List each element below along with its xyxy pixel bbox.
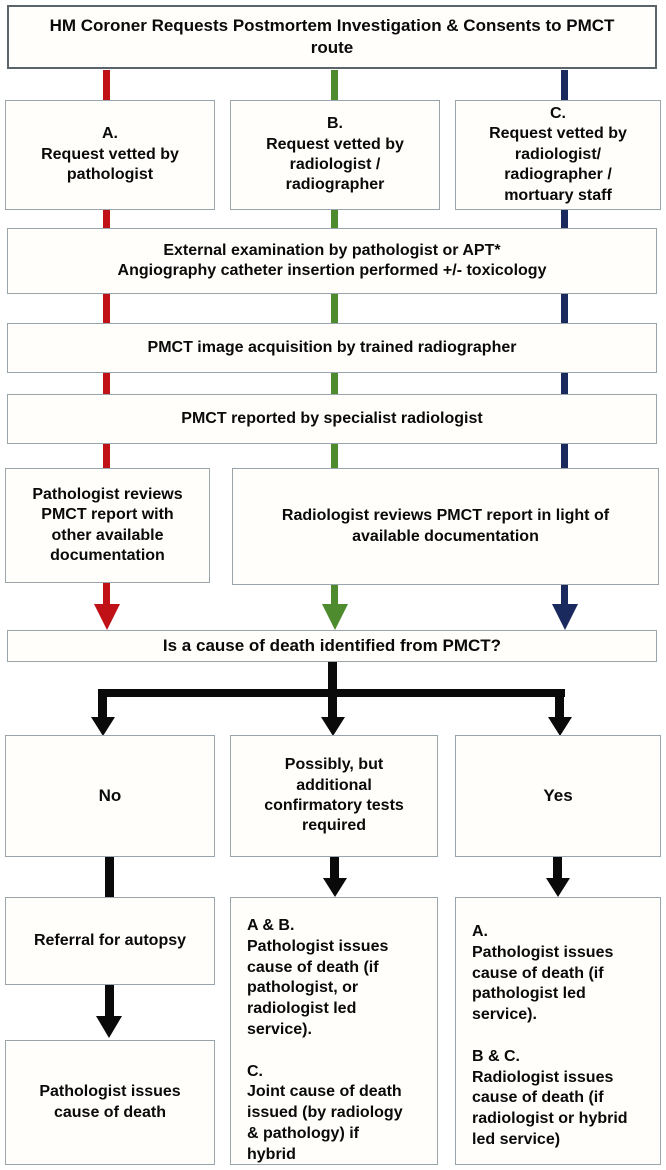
outcome-possibly-box: Possibly, but additional confirmatory te…	[230, 735, 438, 857]
question-box: Is a cause of death identified from PMCT…	[7, 630, 657, 662]
external-exam-box: External examination by pathologist or A…	[7, 228, 657, 294]
vet-a-box: A. Request vetted by pathologist	[5, 100, 215, 210]
yes-to-detail-arrowhead-icon	[546, 878, 570, 897]
pathologist-review-box: Pathologist reviews PMCT report with oth…	[5, 468, 210, 583]
referral-to-issues-arrowhead-icon	[96, 1016, 122, 1038]
branch-yes-shaft	[555, 689, 564, 720]
radiologist-review-box: Radiologist reviews PMCT report in light…	[232, 468, 659, 585]
branch-no-shaft	[98, 689, 107, 720]
yes-detail-box: A. Pathologist issues cause of death (if…	[455, 897, 661, 1165]
route-b-arrowhead-icon	[322, 604, 348, 630]
vet-b-box: B. Request vetted by radiologist / radio…	[230, 100, 440, 210]
possibly-to-detail-arrowhead-icon	[323, 878, 347, 897]
question-branch-stem	[328, 662, 337, 693]
referral-box: Referral for autopsy	[5, 897, 215, 985]
branch-no-arrowhead-icon	[91, 717, 115, 736]
outcome-no-box: No	[5, 735, 215, 857]
acquisition-box: PMCT image acquisition by trained radiog…	[7, 323, 657, 373]
branch-yes-arrowhead-icon	[548, 717, 572, 736]
reported-box: PMCT reported by specialist radiologist	[7, 394, 657, 444]
outcome-yes-box: Yes	[455, 735, 661, 857]
start-box: HM Coroner Requests Postmortem Investiga…	[7, 5, 657, 69]
route-a-arrowhead-icon	[94, 604, 120, 630]
vet-c-box: C. Request vetted by radiologist/ radiog…	[455, 100, 661, 210]
possibly-to-detail-shaft	[330, 857, 339, 881]
possibly-detail-box: A & B. Pathologist issues cause of death…	[230, 897, 438, 1165]
route-c-arrowhead-icon	[552, 604, 578, 630]
branch-possibly-arrowhead-icon	[321, 717, 345, 736]
pathologist-issues-box: Pathologist issues cause of death	[5, 1040, 215, 1165]
branch-possibly-shaft	[328, 689, 337, 720]
referral-to-issues-shaft	[105, 985, 114, 1018]
no-to-referral-line	[105, 857, 114, 897]
yes-to-detail-shaft	[553, 857, 562, 881]
